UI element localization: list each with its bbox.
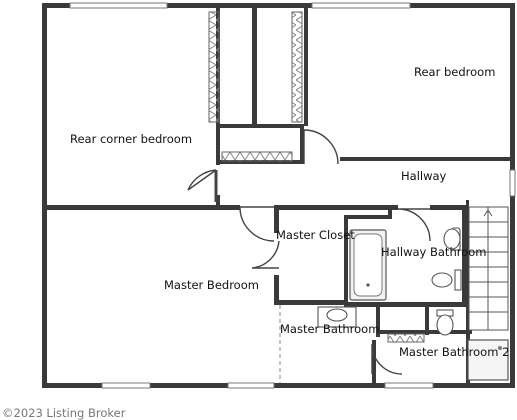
room-label-hallway-bathroom: Hallway Bathroom bbox=[381, 245, 487, 259]
shower bbox=[467, 339, 509, 381]
room-label-rear-corner-bedroom: Rear corner bedroom bbox=[70, 132, 193, 146]
copyright-text: ©2023 Listing Broker bbox=[2, 406, 126, 420]
windows bbox=[69, 2, 516, 389]
hallway-bath-fixtures bbox=[431, 227, 462, 291]
bathtub bbox=[349, 229, 387, 301]
master-bath-toilet bbox=[436, 309, 454, 336]
doors bbox=[187, 129, 431, 375]
room-label-rear-bedroom: Rear bedroom bbox=[414, 65, 496, 79]
closet-doors bbox=[208, 11, 425, 343]
room-label-master-bathroom-2: Master Bathroom 2 bbox=[399, 345, 510, 359]
room-label-hallway: Hallway bbox=[401, 169, 447, 183]
room-label-master-closet: Master Closet bbox=[276, 228, 355, 242]
staircase bbox=[468, 206, 509, 331]
room-label-master-bathroom: Master Bathroom bbox=[280, 322, 380, 336]
master-bath-sink bbox=[317, 306, 357, 328]
room-label-master-bedroom: Master Bedroom bbox=[164, 278, 259, 292]
